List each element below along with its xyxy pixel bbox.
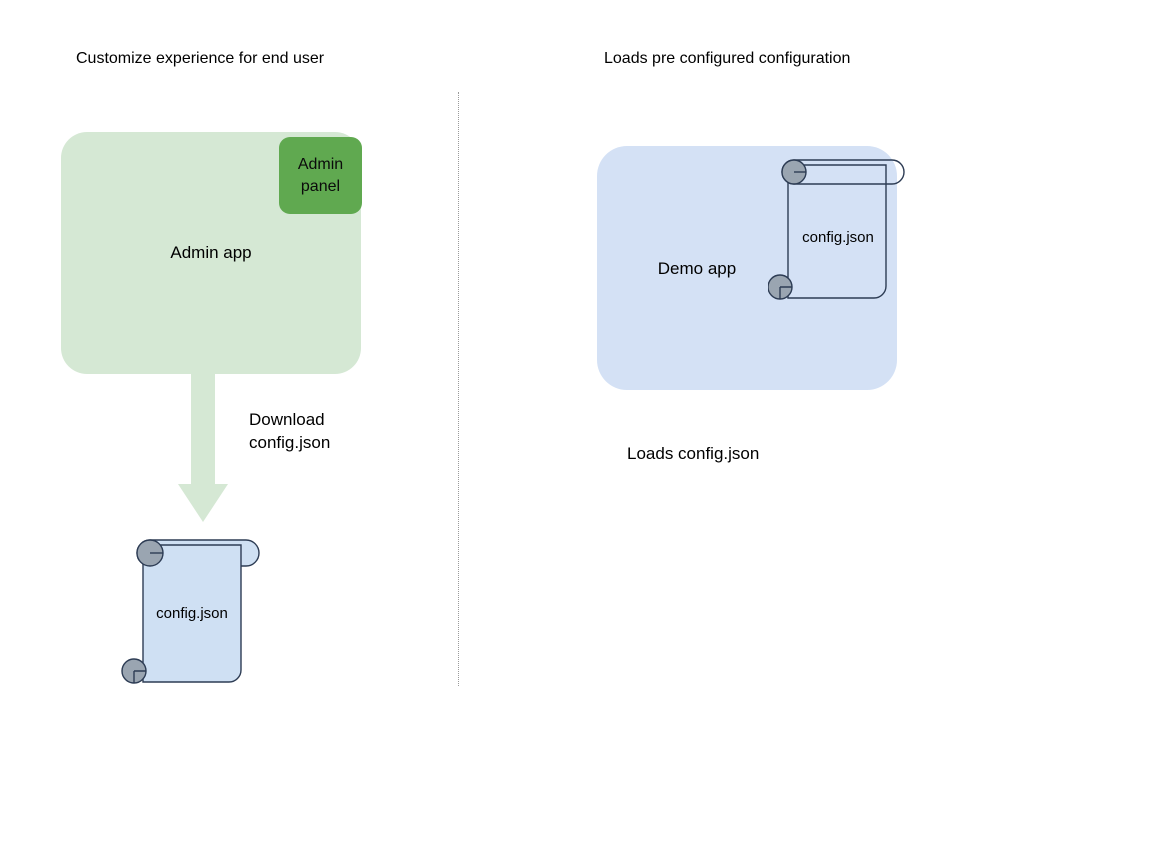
scroll-body [142,544,242,683]
vertical-divider [458,92,459,686]
scroll-bottom-knob-slit [133,670,146,683]
config-file-left-label: config.json [156,605,228,622]
arrow-shape [178,372,228,522]
config-file-right-label: config.json [802,229,874,246]
loads-config-caption: Loads config.json [627,444,760,463]
config-file-right[interactable]: config.json [767,150,916,310]
download-arrow [176,372,230,524]
right-section-title: Loads pre configured configuration [604,50,851,67]
demo-app-box: Demo app [597,146,897,390]
admin-app-label: Admin app [170,243,252,262]
config-file-left[interactable]: config.json [120,525,270,695]
scroll-bottom-knob-slit [779,286,792,299]
scroll-body [787,164,887,299]
demo-app-label: Demo app [657,259,737,278]
left-section-title: Customize experience for end user [76,50,325,67]
